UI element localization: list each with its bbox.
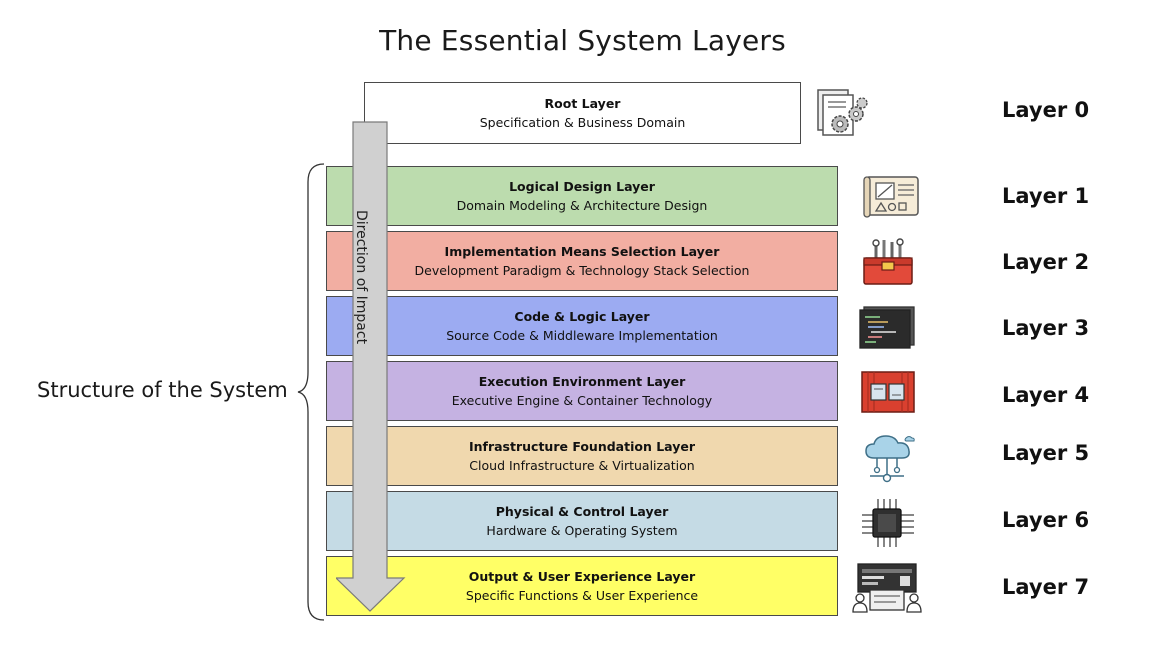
layer-1-label: Layer 1 (1002, 184, 1090, 208)
layer-3-label: Layer 3 (1002, 316, 1090, 340)
layer-2-label: Layer 2 (1002, 250, 1090, 274)
layer-2-title: Implementation Means Selection Layer (444, 244, 720, 259)
layer-4-label: Layer 4 (1002, 383, 1090, 407)
code-editor-icon (859, 306, 915, 349)
layer-7-label: Layer 7 (1002, 575, 1090, 599)
cloud-network-icon (865, 435, 915, 483)
layer-4-box: Execution Environment Layer Executive En… (326, 361, 838, 421)
layer-6-subtitle: Hardware & Operating System (486, 523, 678, 538)
root-layer-subtitle: Specification & Business Domain (479, 115, 686, 130)
direction-arrow (336, 121, 406, 612)
layer-4-subtitle: Executive Engine & Container Technology (451, 393, 713, 408)
layer-7-subtitle: Specific Functions & User Experience (465, 588, 699, 603)
layer-7-box: Output & User Experience Layer Specific … (326, 556, 838, 616)
layer-3-title: Code & Logic Layer (514, 309, 650, 324)
direction-arrow-label: Direction of Impact (353, 210, 369, 345)
toolbox-icon (863, 238, 913, 285)
layer-1-title: Logical Design Layer (509, 179, 655, 194)
layer-4-title: Execution Environment Layer (478, 374, 686, 389)
layer-2-subtitle: Development Paradigm & Technology Stack … (414, 263, 750, 278)
structure-label: Structure of the System (37, 378, 288, 402)
layer-5-subtitle: Cloud Infrastructure & Virtualization (469, 458, 695, 473)
structure-brace (297, 163, 325, 621)
layer-0-label: Layer 0 (1002, 98, 1090, 122)
layer-5-label: Layer 5 (1002, 441, 1090, 465)
layer-7-title: Output & User Experience Layer (468, 569, 696, 584)
diagram-title: The Essential System Layers (379, 24, 786, 57)
chip-icon (862, 499, 914, 547)
layer-1-subtitle: Domain Modeling & Architecture Design (456, 198, 708, 213)
gears-document-icon (817, 89, 868, 136)
root-layer-box: Root Layer Specification & Business Doma… (364, 82, 801, 144)
layer-3-subtitle: Source Code & Middleware Implementation (446, 328, 718, 343)
user-screen-icon (852, 563, 922, 613)
layer-1-box: Logical Design Layer Domain Modeling & A… (326, 166, 838, 226)
layer-6-title: Physical & Control Layer (495, 504, 669, 519)
layer-5-title: Infrastructure Foundation Layer (468, 439, 696, 454)
blueprint-icon (863, 176, 919, 218)
layer-3-box: Code & Logic Layer Source Code & Middlew… (326, 296, 838, 356)
layer-6-box: Physical & Control Layer Hardware & Oper… (326, 491, 838, 551)
root-layer-title: Root Layer (544, 96, 621, 111)
layer-5-box: Infrastructure Foundation Layer Cloud In… (326, 426, 838, 486)
layer-2-box: Implementation Means Selection Layer Dev… (326, 231, 838, 291)
layer-6-label: Layer 6 (1002, 508, 1090, 532)
container-icon (861, 371, 915, 413)
